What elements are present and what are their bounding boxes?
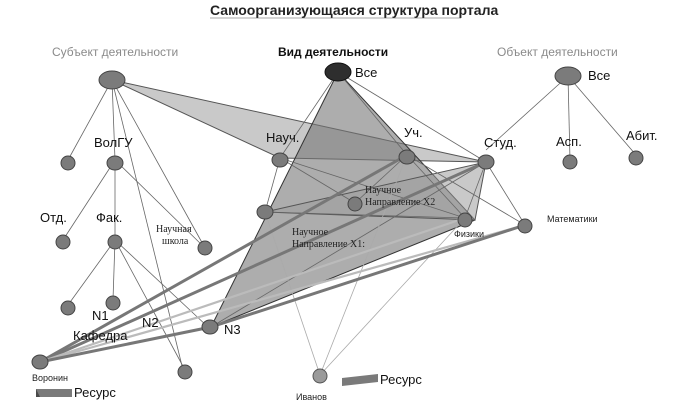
node-subject-root[interactable] — [98, 70, 126, 90]
node-nauch-shkola[interactable] — [197, 240, 213, 256]
resource-left[interactable]: Ресурс — [36, 385, 116, 400]
node-nauch-napr-x1[interactable] — [256, 204, 274, 220]
label-kafedra: Кафедра — [73, 328, 128, 343]
label-nauch-shkola-1: Научная — [156, 224, 192, 235]
label-resurs-left: Ресурс — [74, 385, 116, 400]
resource-left-icon-tip — [36, 389, 40, 397]
resource-right[interactable]: Ресурс — [342, 372, 422, 387]
node-nauch-napr-x2[interactable] — [347, 196, 363, 212]
label-nauch-napr-x2-1: Научное — [365, 185, 402, 196]
label-vse-right: Все — [588, 68, 610, 83]
node-volgu-left[interactable] — [60, 155, 76, 171]
node-otd[interactable] — [55, 234, 71, 250]
node-object-root[interactable] — [554, 66, 582, 86]
node-matematiki[interactable] — [517, 218, 533, 234]
label-uch: Уч. — [404, 125, 423, 140]
node-nauch[interactable] — [271, 152, 289, 168]
label-nauch-napr-x1-1: Научное — [292, 227, 329, 238]
node-asp[interactable] — [562, 154, 578, 170]
header-object: Объект деятельности — [497, 45, 618, 59]
label-n1: N1 — [92, 308, 109, 323]
voronin-edges — [39, 153, 526, 364]
label-abit: Абит. — [626, 128, 658, 143]
node-uch[interactable] — [398, 149, 416, 165]
node-fiziki[interactable] — [457, 212, 473, 228]
node-activity-root[interactable] — [324, 62, 352, 82]
label-otd: Отд. — [40, 210, 67, 225]
diagram-title: Самоорганизующаяся структура портала — [210, 2, 498, 18]
label-vse-center: Все — [355, 65, 377, 80]
label-voronin: Воронин — [32, 373, 68, 383]
node-n2-bottom[interactable] — [177, 364, 193, 380]
node-n1[interactable] — [105, 295, 121, 311]
label-stud: Студ. — [484, 135, 517, 150]
label-resurs-right: Ресурс — [380, 372, 422, 387]
label-n2: N2 — [142, 315, 159, 330]
node-voronin[interactable] — [31, 354, 49, 370]
label-n3: N3 — [224, 322, 241, 337]
node-volgu[interactable] — [106, 155, 124, 171]
label-nauch-napr-x2-2: Направление Х2 — [365, 197, 435, 208]
label-fak: Фак. — [96, 210, 122, 225]
node-fak[interactable] — [107, 234, 123, 250]
label-matematiki: Математики — [547, 214, 598, 224]
label-nauch: Науч. — [266, 130, 299, 145]
label-fiziki: Физики — [454, 229, 484, 239]
node-kafedra-left[interactable] — [60, 300, 76, 316]
label-ivanov: Иванов — [296, 392, 327, 402]
right-tree-edges — [210, 75, 637, 328]
resource-right-icon — [342, 374, 378, 386]
resource-left-icon — [36, 389, 72, 397]
header-subject: Субъект деятельности — [52, 45, 178, 59]
label-asp: Асп. — [556, 134, 582, 149]
node-ivanov[interactable] — [312, 368, 328, 384]
label-nauch-napr-x1-2: Направление Х1: — [292, 239, 365, 250]
header-activity: Вид деятельности — [278, 45, 388, 59]
node-abit[interactable] — [628, 150, 644, 166]
node-n3[interactable] — [201, 319, 219, 335]
label-volgu: ВолГУ — [94, 135, 133, 150]
label-nauch-shkola-2: школа — [162, 236, 189, 247]
left-tree-edges — [62, 79, 209, 371]
node-stud[interactable] — [477, 154, 495, 170]
